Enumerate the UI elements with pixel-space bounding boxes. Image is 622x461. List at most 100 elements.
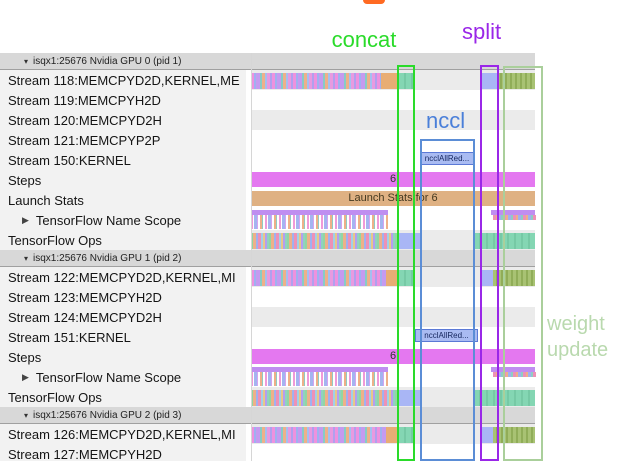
track-label[interactable]: Stream 122:MEMCPYD2D,KERNEL,MI: [0, 267, 246, 287]
track-label[interactable]: Stream 126:MEMCPYD2D,KERNEL,MI: [0, 424, 246, 444]
split-annotation-label: split: [462, 19, 502, 44]
nccl-annotation-label: nccl: [426, 108, 466, 133]
track-label[interactable]: Steps: [0, 347, 246, 367]
track-row: Stream 124:MEMCPYD2H: [0, 307, 622, 327]
track-label[interactable]: Stream 151:KERNEL: [0, 327, 246, 347]
track-label[interactable]: TensorFlow Ops: [0, 230, 246, 250]
trace-segment-nsl[interactable]: [251, 367, 388, 387]
trace-segment-nsl[interactable]: [251, 210, 388, 230]
trace-segment-orange[interactable]: [386, 270, 398, 286]
expand-arrow-icon[interactable]: ▶: [22, 371, 29, 382]
weight-update-line2: update: [547, 339, 609, 361]
track-row: Stream 127:MEMCPYH2D: [0, 444, 622, 461]
process-header-label: isqx1:25676 Nvidia GPU 1 (pid 2): [33, 252, 182, 264]
track-label-text: Stream 123:MEMCPYH2D: [8, 289, 162, 305]
track-timeline[interactable]: [252, 110, 535, 130]
track-row: Steps 6: [0, 170, 622, 190]
trace-segment-teal[interactable]: [399, 270, 413, 286]
label-timeline-divider: [251, 53, 252, 461]
concat-annotation-label: concat: [331, 27, 397, 52]
trace-segment-teal[interactable]: [399, 73, 415, 89]
track-timeline[interactable]: [252, 287, 535, 307]
weight-update-line1: weight: [547, 313, 605, 335]
track-timeline[interactable]: [252, 444, 535, 461]
track-row: Stream 151:KERNEL ncclAllRed...: [0, 327, 622, 347]
process-header[interactable]: ▾ isqx1:25676 Nvidia GPU 0 (pid 1): [0, 53, 535, 70]
track-timeline[interactable]: [252, 130, 535, 150]
track-row: Stream 118:MEMCPYD2D,KERNEL,ME: [0, 70, 622, 90]
track-label[interactable]: Steps: [0, 170, 246, 190]
trace-segment-teal[interactable]: [399, 427, 413, 443]
track-row: Stream 123:MEMCPYH2D: [0, 287, 622, 307]
track-row: Stream 119:MEMCPYH2D: [0, 90, 622, 110]
process-header[interactable]: ▾isqx1:25676 Nvidia GPU 2 (pid 3): [0, 407, 535, 424]
track-label-text: Stream 122:MEMCPYD2D,KERNEL,MI: [8, 269, 236, 285]
track-label[interactable]: Stream 120:MEMCPYD2H: [0, 110, 246, 130]
track-label[interactable]: Stream 150:KERNEL: [0, 150, 246, 170]
weight-update-annotation-label: weight update: [547, 311, 608, 363]
track-label[interactable]: Stream 127:MEMCPYH2D: [0, 444, 246, 461]
process-header-label: isqx1:25676 Nvidia GPU 0 (pid 1): [33, 55, 182, 67]
track-row: ▶ TensorFlow Name Scope: [0, 210, 622, 230]
trace-segment-steps[interactable]: 6: [251, 349, 535, 364]
collapse-arrow-icon[interactable]: ▾: [24, 410, 29, 420]
trace-segment-peri[interactable]: [481, 73, 497, 89]
track-row: TensorFlow Ops: [0, 387, 622, 407]
track-label-text: Stream 127:MEMCPYH2D: [8, 446, 162, 461]
trace-segment-dense[interactable]: [251, 73, 381, 89]
weight-update-annotation-box: [503, 66, 543, 461]
trace-segment-ops[interactable]: [251, 233, 398, 249]
track-label-text: TensorFlow Ops: [8, 389, 102, 405]
trace-segment-peri[interactable]: [481, 270, 493, 286]
process-header[interactable]: ▾ isqx1:25676 Nvidia GPU 1 (pid 2): [0, 250, 535, 267]
track-label[interactable]: Stream 119:MEMCPYH2D: [0, 90, 246, 110]
collapse-arrow-icon[interactable]: ▾: [24, 253, 29, 263]
track-label-text: Steps: [8, 172, 42, 188]
expand-arrow-icon[interactable]: ▶: [22, 214, 29, 225]
nccl-annotation-box: [420, 139, 475, 461]
track-label-text: Stream 118:MEMCPYD2D,KERNEL,ME: [8, 72, 240, 88]
track-label-text: TensorFlow Name Scope: [35, 369, 182, 385]
track-label-text: TensorFlow Name Scope: [35, 212, 182, 228]
track-label[interactable]: TensorFlow Ops: [0, 387, 246, 407]
track-label-text: Stream 150:KERNEL: [8, 152, 131, 168]
track-row: Stream 121:MEMCPYP2P: [0, 130, 622, 150]
trace-segment-dense[interactable]: [251, 427, 386, 443]
trace-segment-nsr[interactable]: [491, 367, 536, 378]
track-label-text: Stream 151:KERNEL: [8, 329, 131, 345]
trace-segment-nsr[interactable]: [491, 210, 536, 221]
trace-segment-orange[interactable]: [386, 427, 398, 443]
track-timeline[interactable]: [252, 307, 535, 327]
nccl-event-bar[interactable]: ncclAllRed...: [415, 329, 478, 342]
split-annotation-box: [480, 65, 499, 461]
track-label[interactable]: Stream 118:MEMCPYD2D,KERNEL,ME: [0, 70, 246, 90]
track-row: ▶ TensorFlow Name Scope: [0, 367, 622, 387]
track-label[interactable]: Stream 121:MEMCPYP2P: [0, 130, 246, 150]
track-timeline[interactable]: [252, 90, 535, 110]
track-label[interactable]: ▶ TensorFlow Name Scope: [0, 367, 246, 387]
track-label-text: Stream 121:MEMCPYP2P: [8, 132, 161, 148]
concat-annotation-box: [397, 65, 415, 461]
track-label[interactable]: ▶ TensorFlow Name Scope: [0, 210, 246, 230]
collapse-arrow-icon[interactable]: ▾: [24, 56, 29, 66]
trace-segment-dense[interactable]: [251, 270, 386, 286]
track-label[interactable]: Launch Stats: [0, 190, 246, 210]
trace-segment-peri[interactable]: [481, 427, 493, 443]
track-label-text: Steps: [8, 349, 42, 365]
trace-segment-ops[interactable]: [251, 390, 398, 406]
trace-segment-steps[interactable]: 6: [251, 172, 535, 187]
track-row: Launch Stats Launch Stats for 6: [0, 190, 622, 210]
trace-segment-launch[interactable]: Launch Stats for 6: [251, 191, 535, 206]
trace-segment-olive[interactable]: [497, 73, 535, 89]
track-label-text: TensorFlow Ops: [8, 232, 102, 248]
track-row: Stream 126:MEMCPYD2D,KERNEL,MI: [0, 424, 622, 444]
trace-segment-orange[interactable]: [381, 73, 399, 89]
track-label[interactable]: Stream 123:MEMCPYH2D: [0, 287, 246, 307]
track-label-text: Stream 126:MEMCPYD2D,KERNEL,MI: [8, 426, 236, 442]
track-label-text: Stream 119:MEMCPYH2D: [8, 92, 161, 108]
cropped-orange-annotation: [363, 0, 385, 4]
track-row: Steps 6: [0, 347, 622, 367]
track-label[interactable]: Stream 124:MEMCPYD2H: [0, 307, 246, 327]
